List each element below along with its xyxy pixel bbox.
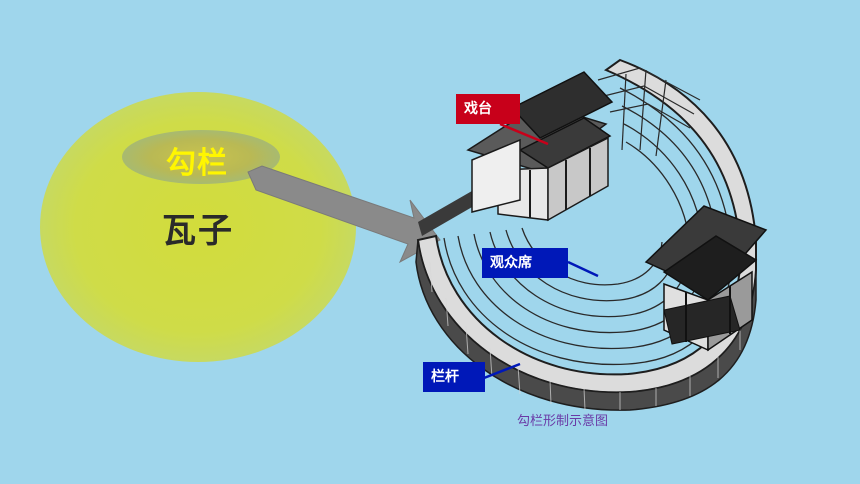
sub-term: 瓦子 bbox=[162, 211, 234, 251]
main-term: 勾栏 bbox=[166, 146, 228, 181]
stage-pavilion bbox=[466, 71, 614, 222]
gate-tower bbox=[644, 205, 768, 352]
stage-leader-line bbox=[499, 122, 549, 146]
railing-leader-line bbox=[483, 362, 521, 380]
back-tiers bbox=[597, 67, 701, 157]
diagram-caption: 勾栏形制示意图 bbox=[517, 414, 609, 429]
audience-seats-label: 观众席 bbox=[482, 248, 568, 278]
stage-label: 戏台 bbox=[456, 94, 520, 124]
pointer-arrow bbox=[247, 165, 441, 264]
seats-leader-line bbox=[567, 260, 599, 278]
railing-label: 栏杆 bbox=[423, 362, 485, 392]
